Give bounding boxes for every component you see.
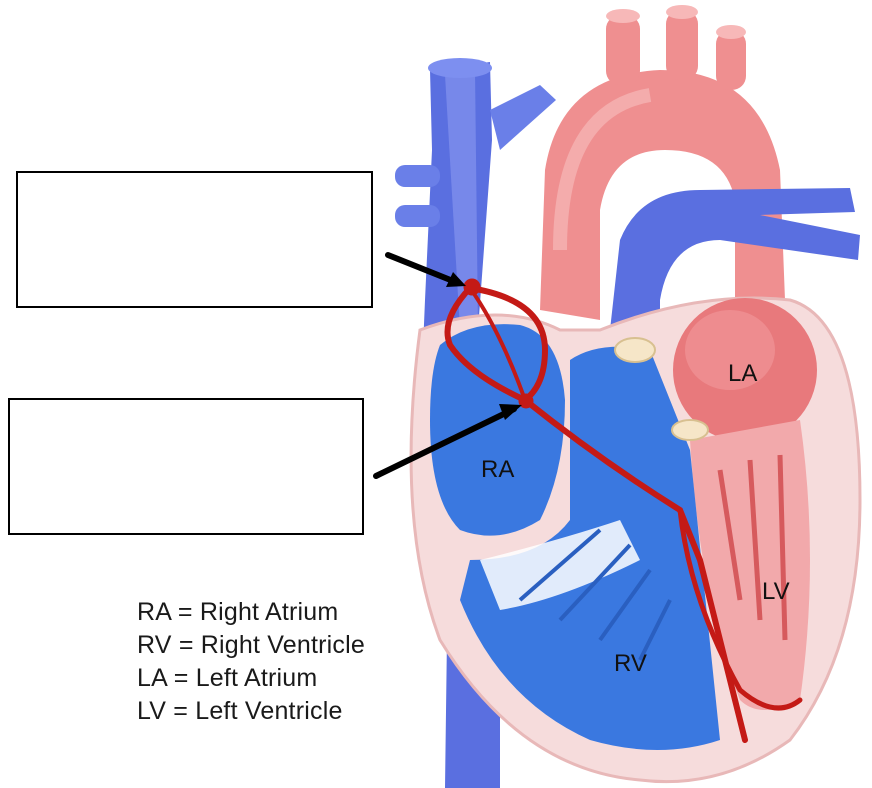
legend-item-la: LA = Left Atrium (137, 662, 365, 695)
legend: RA = Right Atrium RV = Right Ventricle L… (137, 596, 365, 728)
legend-item-lv: LV = Left Ventricle (137, 695, 365, 728)
label-ra: RA (481, 456, 514, 483)
label-rv: RV (614, 650, 647, 677)
label-lv: LV (762, 578, 790, 605)
legend-item-rv: RV = Right Ventricle (137, 629, 365, 662)
answer-box-top[interactable] (16, 171, 373, 308)
legend-item-ra: RA = Right Atrium (137, 596, 365, 629)
answer-box-bottom[interactable] (8, 398, 364, 535)
label-la: LA (728, 360, 757, 387)
